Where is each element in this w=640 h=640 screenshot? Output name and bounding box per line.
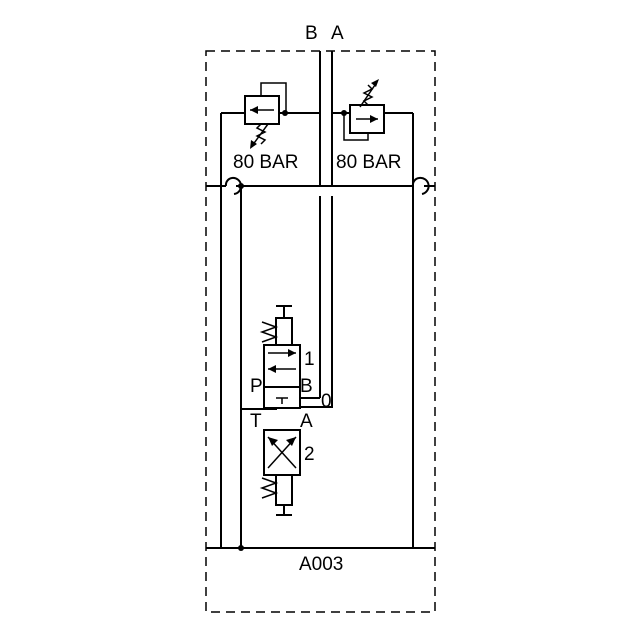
valve-port-p: P (250, 376, 263, 397)
valve-position-0: 0 (321, 391, 332, 412)
cross-channel (206, 176, 435, 195)
valve-port-t: T (250, 411, 262, 432)
valve-position-1: 1 (304, 349, 315, 370)
valve-port-a: A (300, 411, 313, 432)
relief-valve-left (220, 82, 320, 548)
directional-valve (259, 305, 301, 516)
port-b-label: B (305, 23, 318, 44)
block-label: A003 (299, 554, 343, 575)
block-boundary (205, 50, 436, 613)
valve-port-b: B (300, 376, 313, 397)
relief-valve-right-setting: 80 BAR (336, 152, 401, 173)
relief-valve-left-setting: 80 BAR (233, 152, 298, 173)
valve-position-2: 2 (304, 444, 315, 465)
return-lines (240, 186, 333, 548)
relief-valve-right (332, 79, 414, 548)
port-a-label: A (331, 23, 344, 44)
